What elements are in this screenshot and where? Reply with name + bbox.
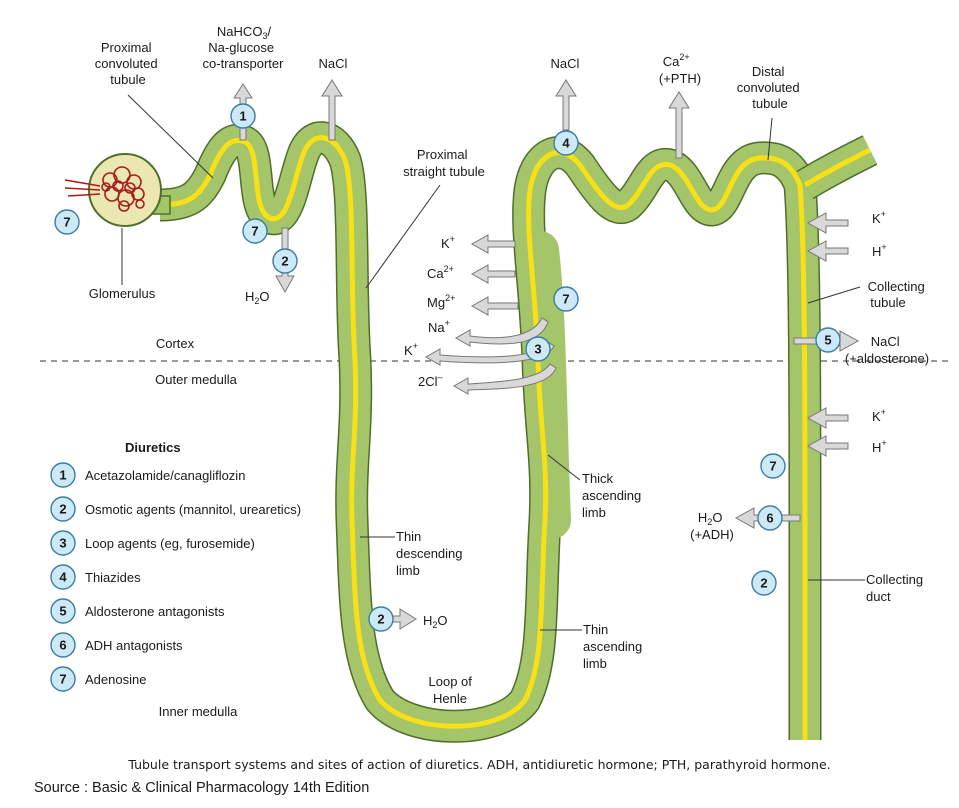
figure-caption: Tubule transport systems and sites of ac… <box>128 757 831 772</box>
label-distal-convoluted: Distal convoluted tubule <box>737 64 804 111</box>
legend-title: Diuretics <box>125 440 181 455</box>
badge-glomerulus: 7 <box>63 215 70 230</box>
label-cl-1: 2Cl– <box>418 372 443 389</box>
arrow-in-h2 <box>806 435 849 457</box>
label-h2o-1: H2O <box>245 289 270 306</box>
label-ca-1: Ca2+ <box>427 264 454 281</box>
arrow-left-k1 <box>470 234 516 254</box>
legend-num-4: 4 <box>59 570 67 585</box>
label-k-2: K+ <box>404 341 418 358</box>
legend-num-2: 2 <box>59 502 66 517</box>
legend-item-7: Adenosine <box>85 672 146 687</box>
label-na-1: Na+ <box>428 318 450 335</box>
badge-pct-top: 1 <box>239 109 246 124</box>
legend-item-6: ADH antagonists <box>85 638 183 653</box>
label-collecting-duct: Collecting duct <box>866 572 927 604</box>
arrow-left-mg <box>470 296 519 316</box>
label-nacl-1: NaCl <box>319 56 348 71</box>
badge-cd-7: 7 <box>769 459 776 474</box>
label-nacl-2: NaCl <box>551 56 580 71</box>
badge-distal: 4 <box>562 136 570 151</box>
legend-item-3: Loop agents (eg, furosemide) <box>85 536 255 551</box>
label-mg-1: Mg2+ <box>427 293 455 310</box>
label-k-1: K+ <box>441 234 455 251</box>
badge-pct-h2o: 2 <box>281 254 288 269</box>
legend-num-7: 7 <box>59 672 66 687</box>
glomerulus <box>64 153 171 227</box>
label-thin-ascending: Thin ascending limb <box>583 622 646 671</box>
label-thick-ascending: Thick ascending limb <box>582 471 645 520</box>
arrow-curve-cl <box>452 363 557 395</box>
diuretics-legend: Diuretics 1 2 3 4 5 6 7 Acetazolamide/ca… <box>50 440 301 692</box>
label-nahco3: NaHCO3/ <box>217 24 272 41</box>
label-thin-descending: Thin descending limb <box>396 529 466 578</box>
badge-cd-adh: 6 <box>766 511 773 526</box>
label-inner-medulla: Inner medulla <box>159 704 239 719</box>
label-h2o-2: H2O <box>423 613 448 630</box>
arrow-left-ca <box>470 264 516 284</box>
legend-num-3: 3 <box>59 536 66 551</box>
legend-item-4: Thiazides <box>85 570 141 585</box>
label-k-right-1: K+ <box>872 209 886 226</box>
label-h-right-1: H+ <box>872 242 887 259</box>
badge-thin-desc: 2 <box>377 612 384 627</box>
label-collecting-tubule: Collecting tubule <box>868 279 929 310</box>
label-glomerulus: Glomerulus <box>89 286 156 301</box>
badge-pct-low: 7 <box>251 224 258 239</box>
label-h2o-adh: H2O (+ADH) <box>690 510 734 542</box>
arrow-in-h1 <box>806 240 849 262</box>
legend-item-5: Aldosterone antagonists <box>85 604 225 619</box>
badge-ct-aldo: 5 <box>824 333 831 348</box>
label-h-right-2: H+ <box>872 438 887 455</box>
drug-site-badges <box>54 103 841 632</box>
leader-lines <box>121 94 865 631</box>
legend-item-2: Osmotic agents (mannitol, urearetics) <box>85 502 301 517</box>
label-outer-medulla: Outer medulla <box>155 372 237 387</box>
legend-num-5: 5 <box>59 604 66 619</box>
legend-num-1: 1 <box>59 468 66 483</box>
legend-num-6: 6 <box>59 638 66 653</box>
label-loop-of-henle: Loop of Henle <box>429 674 476 706</box>
arrow-up-nacl-2 <box>555 79 577 131</box>
label-proximal-convoluted: Proximal convoluted tubule <box>95 40 162 87</box>
label-nacl-aldo: NaCl (+aldosterone) <box>845 334 929 366</box>
label-proximal-straight: Proximal straight tubule <box>403 147 485 179</box>
legend-item-1: Acetazolamide/canagliflozin <box>85 468 245 483</box>
arrow-up-ca <box>668 91 690 159</box>
source-credit: Source : Basic & Clinical Pharmacology 1… <box>34 780 370 796</box>
arrow-in-k2 <box>806 407 849 429</box>
label-k-right-2: K+ <box>872 407 886 424</box>
label-cortex: Cortex <box>156 336 195 351</box>
badge-tal-upper: 7 <box>562 292 569 307</box>
badge-cd-2: 2 <box>760 576 767 591</box>
arrow-in-k1 <box>806 212 849 234</box>
badge-tal-loop: 3 <box>534 342 541 357</box>
arrow-up-nacl-1 <box>321 79 343 141</box>
label-na-glucose: Na-glucose co-transporter <box>203 40 285 71</box>
label-ca-pth: Ca2+ (+PTH) <box>659 48 701 86</box>
